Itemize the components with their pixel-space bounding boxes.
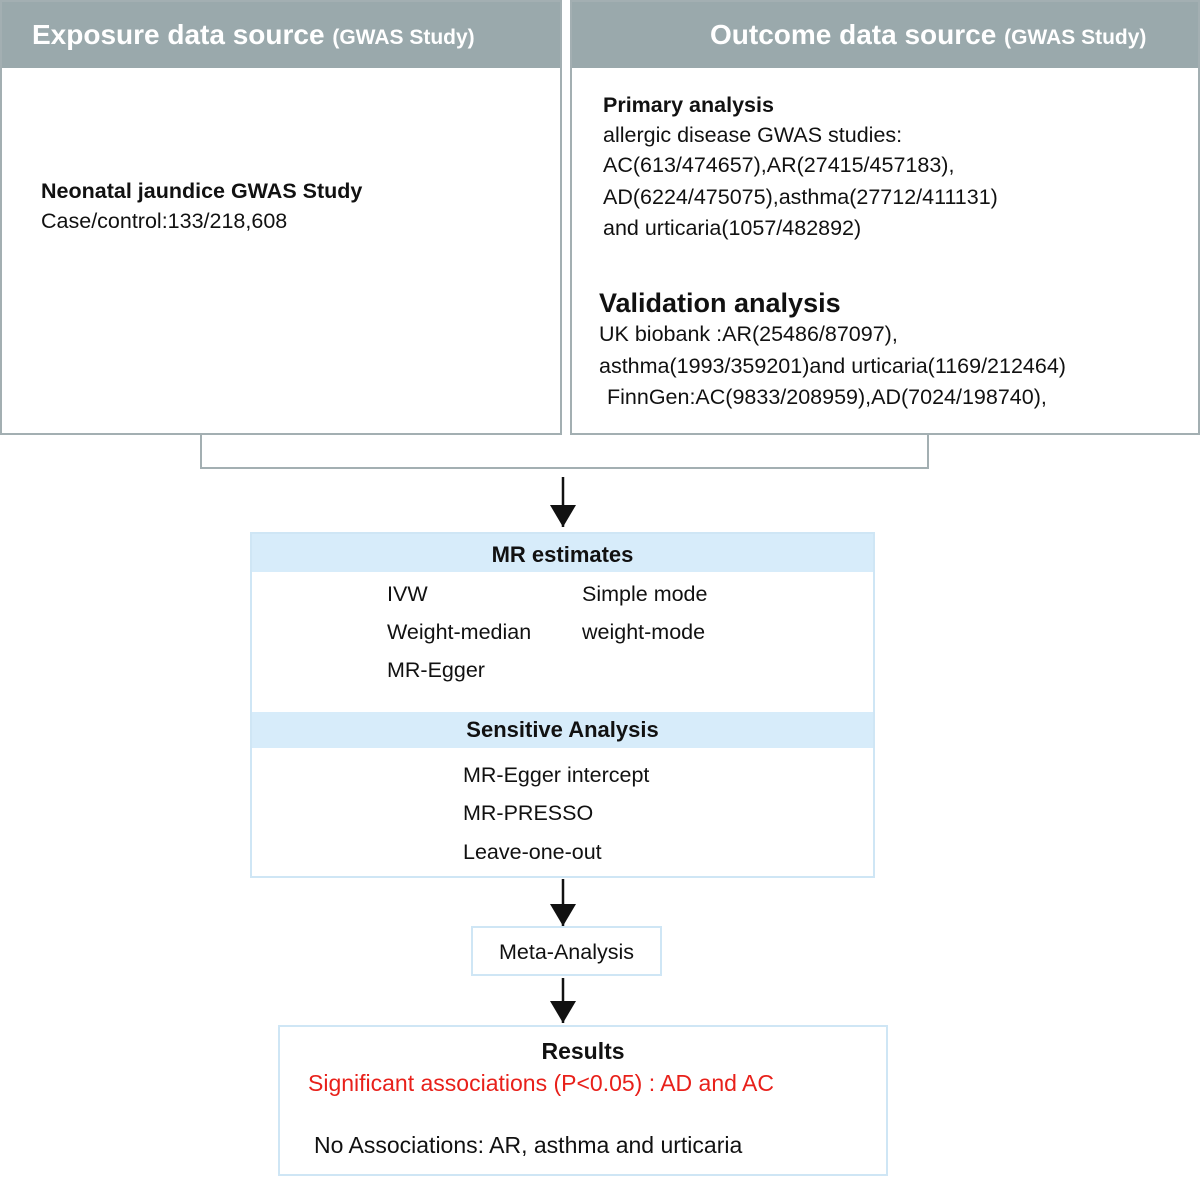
validation-line: asthma(1993/359201)and urticaria(1169/21… <box>599 354 1066 378</box>
exposure-box: Exposure data source (GWAS Study) Neonat… <box>0 0 562 435</box>
mr-method: IVW <box>387 582 428 606</box>
meta-analysis-box: Meta-Analysis <box>471 926 662 976</box>
primary-analysis-title: Primary analysis <box>603 93 774 117</box>
sensitive-analysis-title: Sensitive Analysis <box>252 712 873 748</box>
validation-line: FinnGen:AC(9833/208959),AD(7024/198740), <box>607 385 1047 409</box>
sensitive-method: MR-PRESSO <box>463 801 594 825</box>
primary-line: allergic disease GWAS studies: <box>603 123 903 147</box>
merge-bracket <box>200 435 929 469</box>
results-box: Results Significant associations (P<0.05… <box>278 1025 888 1176</box>
exposure-header-sub: (GWAS Study) <box>332 26 475 49</box>
outcome-header-main: Outcome data source <box>710 19 997 50</box>
mr-method: weight-mode <box>582 620 706 644</box>
results-title: Results <box>541 1038 625 1064</box>
primary-line: AC(613/474657),AR(27415/457183), <box>603 153 955 177</box>
validation-analysis-title: Validation analysis <box>599 288 841 318</box>
mr-estimates-title: MR estimates <box>252 534 873 572</box>
arrow-head-meta <box>550 904 576 926</box>
validation-line: UK biobank :AR(25486/87097), <box>599 322 898 346</box>
exposure-header: Exposure data source (GWAS Study) <box>2 2 560 68</box>
outcome-header: Outcome data source (GWAS Study) <box>572 2 1198 68</box>
exposure-header-main: Exposure data source <box>32 19 325 50</box>
primary-line: AD(6224/475075),asthma(27712/411131) <box>603 185 998 209</box>
arrow-head-mr <box>550 505 576 527</box>
sensitive-method: MR-Egger intercept <box>463 763 650 787</box>
mr-sensitive-box: MR estimates IVW Weight-median MR-Egger … <box>250 532 875 878</box>
mr-method: Simple mode <box>582 582 708 606</box>
results-significant: Significant associations (P<0.05) : AD a… <box>308 1070 775 1096</box>
exposure-detail: Case/control:133/218,608 <box>41 209 288 233</box>
outcome-box: Outcome data source (GWAS Study) Primary… <box>570 0 1200 435</box>
primary-line: and urticaria(1057/482892) <box>603 216 862 240</box>
arrow-head-results <box>550 1001 576 1023</box>
results-no-association: No Associations: AR, asthma and urticari… <box>314 1132 743 1158</box>
exposure-title: Neonatal jaundice GWAS Study <box>41 179 363 203</box>
outcome-header-sub: (GWAS Study) <box>1004 26 1147 49</box>
mr-method: MR-Egger <box>387 658 485 682</box>
mr-method: Weight-median <box>387 620 532 644</box>
sensitive-method: Leave-one-out <box>463 840 602 864</box>
meta-analysis-label: Meta-Analysis <box>498 940 634 964</box>
